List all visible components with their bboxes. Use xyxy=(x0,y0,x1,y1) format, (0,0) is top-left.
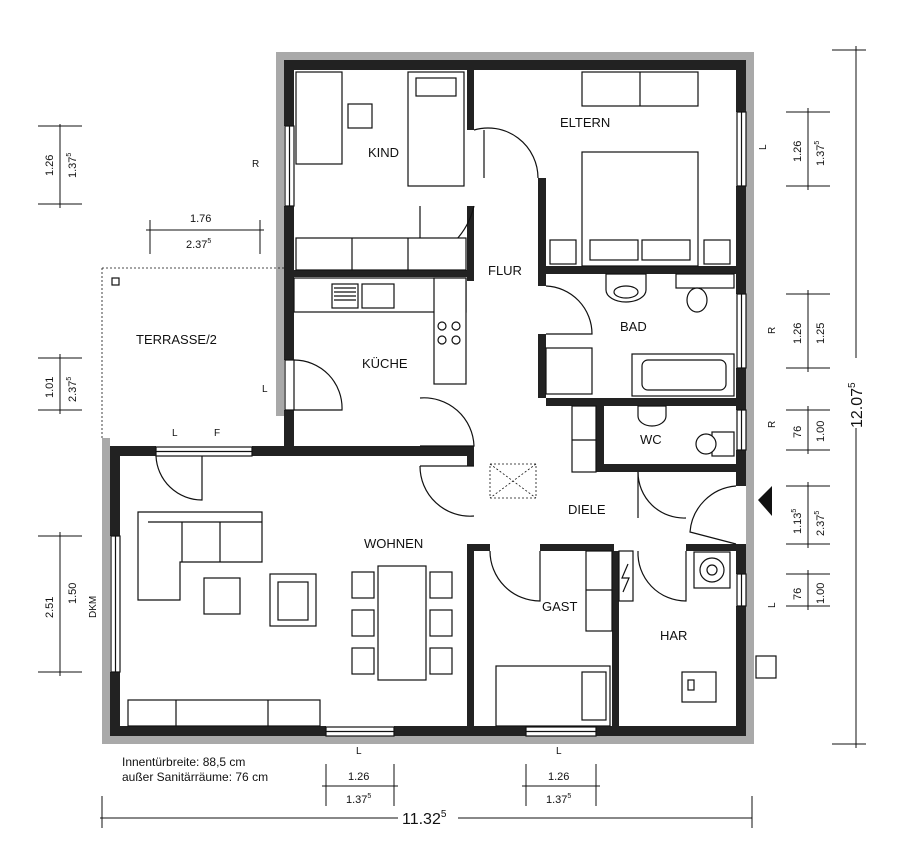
room-label-gast: GAST xyxy=(542,599,577,614)
dim-right-1-a: 1.26 xyxy=(792,141,804,162)
wc-furniture xyxy=(571,405,735,473)
room-label-diele: DIELE xyxy=(568,502,606,517)
dim-left-low-b: 1.50 xyxy=(67,583,79,604)
dim-terrasse-top-b: 2.375 xyxy=(186,238,211,251)
windows xyxy=(110,111,747,737)
dim-bottom-2-b: 1.375 xyxy=(546,793,571,806)
dim-left-mid-b: 2.375 xyxy=(66,377,79,402)
dim-bottom-1-b: 1.375 xyxy=(346,793,371,806)
room-label-har: HAR xyxy=(660,628,687,643)
dim-left-low-a: 2.51 xyxy=(44,597,56,618)
room-label-kind: KIND xyxy=(368,145,399,160)
dim-right-4-b: 2.375 xyxy=(814,511,827,536)
window-mark: R xyxy=(252,159,259,170)
room-label-kueche: KÜCHE xyxy=(362,356,408,371)
room-label-eltern: ELTERN xyxy=(560,115,610,130)
dim-total-width: 11.325 xyxy=(402,809,447,828)
outer-walls xyxy=(110,60,746,736)
har-furniture xyxy=(618,550,777,703)
door-width-note: Innentürbreite: 88,5 cm außer Sanitärräu… xyxy=(122,755,268,785)
window-mark-dkm: DKM xyxy=(88,596,99,618)
dim-left-top-a: 1.26 xyxy=(44,155,56,176)
dim-left-top-b: 1.375 xyxy=(66,153,79,178)
room-label-flur: FLUR xyxy=(488,263,522,278)
eltern-furniture xyxy=(549,71,731,267)
interior-walls xyxy=(294,70,736,726)
dim-terrasse-top-a: 1.76 xyxy=(190,213,211,225)
room-label-terrasse: TERRASSE/2 xyxy=(136,332,217,347)
outer-wall-band xyxy=(102,52,754,744)
terrace xyxy=(101,267,284,438)
window-mark: R xyxy=(767,421,778,428)
dim-bottom-2-a: 1.26 xyxy=(548,771,569,783)
window-mark: L xyxy=(356,746,362,757)
bad-furniture xyxy=(545,273,735,397)
gast-furniture xyxy=(495,550,613,727)
diele-furniture xyxy=(489,463,537,499)
dim-bottom-1-a: 1.26 xyxy=(348,771,369,783)
dim-left-mid-a: 1.01 xyxy=(44,377,56,398)
dim-right-2-b: 1.25 xyxy=(815,323,827,344)
window-mark: F xyxy=(214,428,220,439)
room-label-wohnen: WOHNEN xyxy=(364,536,423,551)
window-mark: L xyxy=(172,428,178,439)
window-mark: L xyxy=(767,602,778,608)
kind-furniture xyxy=(295,71,467,271)
room-label-wc: WC xyxy=(640,432,662,447)
window-mark: L xyxy=(556,746,562,757)
kueche-furniture xyxy=(293,277,467,385)
dim-right-1-b: 1.375 xyxy=(814,141,827,166)
dim-right-3-a: 76 xyxy=(792,426,804,438)
entrance-arrow-icon xyxy=(758,486,772,516)
note-sanitary: außer Sanitärräume: 76 cm xyxy=(122,770,269,784)
room-label-bad: BAD xyxy=(620,319,647,334)
window-mark: L xyxy=(262,384,268,395)
dim-right-2-a: 1.26 xyxy=(792,323,804,344)
dim-right-4-a: 1.135 xyxy=(791,509,804,534)
dim-right-5-b: 1.00 xyxy=(815,583,827,604)
note-door-width: Innentürbreite: 88,5 cm xyxy=(122,755,246,769)
window-mark: R xyxy=(767,327,778,334)
dim-right-3-b: 1.00 xyxy=(815,421,827,442)
wohnen-furniture xyxy=(127,511,453,727)
dim-right-5-a: 76 xyxy=(792,588,804,600)
dim-total-height: 12.075 xyxy=(847,382,866,428)
window-mark: L xyxy=(758,144,769,150)
